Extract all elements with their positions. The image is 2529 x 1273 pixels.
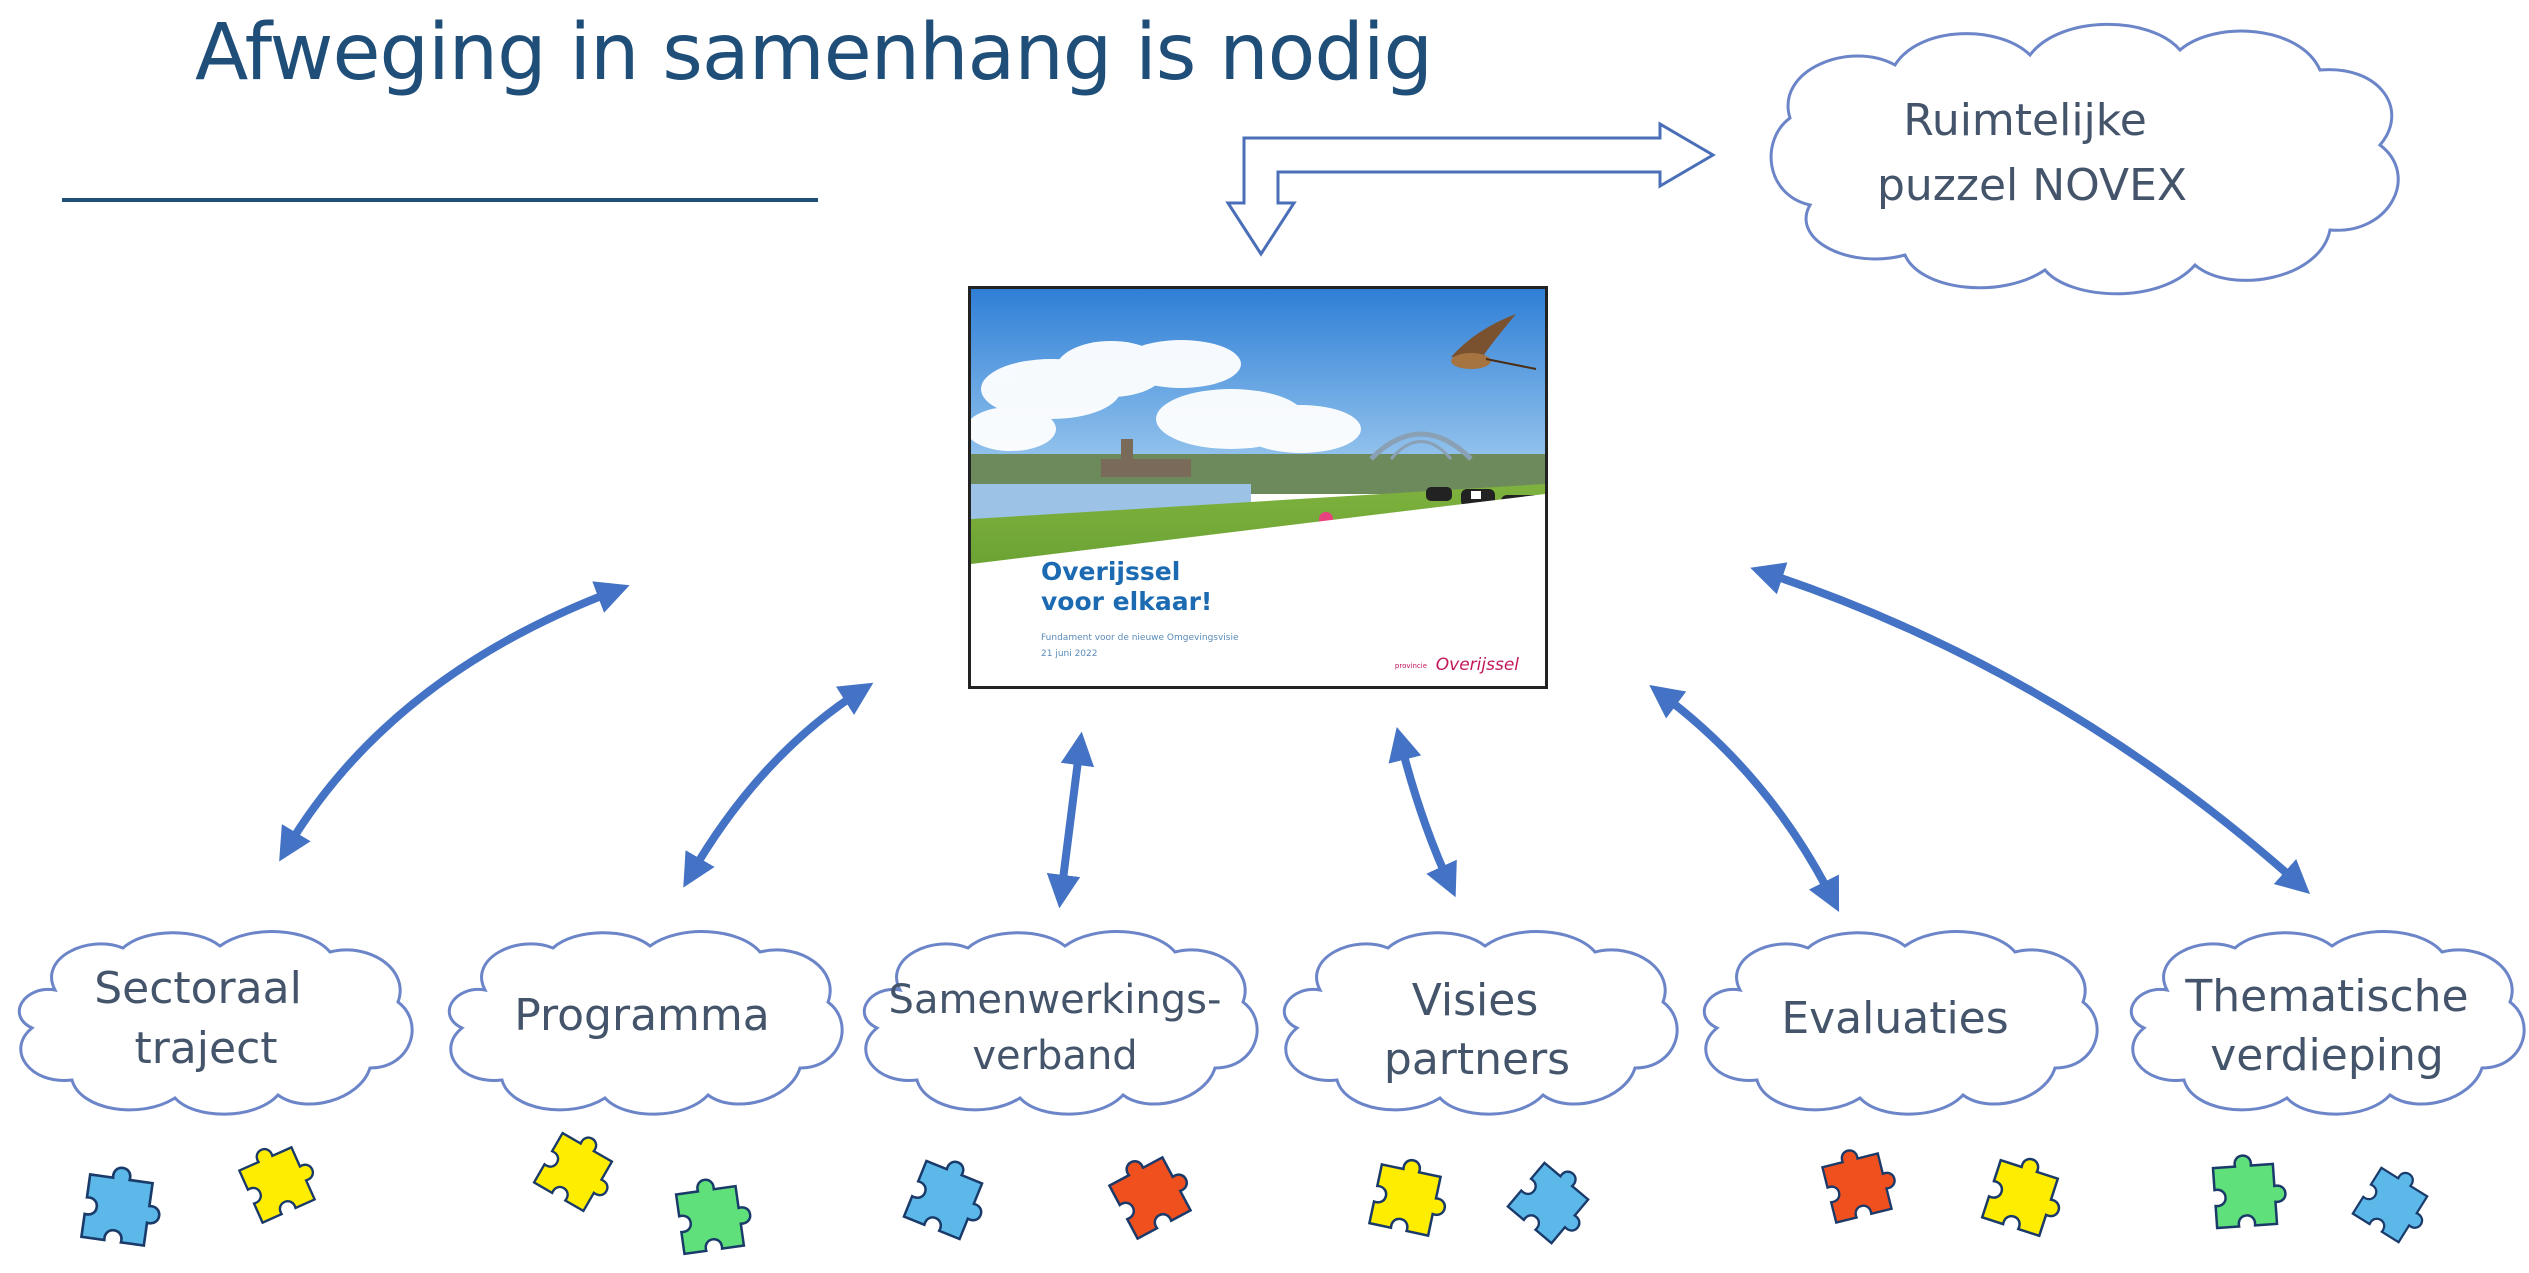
cover-title: Overijssel voor elkaar!	[1041, 557, 1213, 616]
puzzle-piece-icon	[1367, 1159, 1446, 1238]
cover-date: 21 juni 2022	[1041, 649, 1098, 659]
arrow-thematische	[1750, 562, 2311, 894]
puzzle-piece-icon	[79, 1166, 161, 1248]
puzzle-piece-icon	[1980, 1157, 2061, 1238]
puzzle-piece-icon	[2211, 1154, 2287, 1230]
cloud-samenwerkingsverband: Samenwerkings- verband	[862, 930, 1259, 1116]
arrow-samenwerkingsverband	[1046, 731, 1095, 909]
cloud-visies-partners: Visies partners	[1282, 930, 1679, 1116]
cloud-thematische-verdieping: Thematische verdieping	[2129, 930, 2526, 1116]
cloud-sectoraal-traject: Sectoraal traject	[17, 930, 414, 1116]
puzzle-piece-icon	[2351, 1166, 2429, 1244]
cover-logo-prefix: provincie	[1394, 662, 1427, 670]
bent-double-arrow	[1225, 121, 1716, 257]
puzzle-piece-icon	[674, 1178, 752, 1256]
cloud-thematische-line2: verdieping	[2210, 1030, 2444, 1081]
cloud-samenwerkingsverband-line2: verband	[972, 1033, 1137, 1079]
cloud-samenwerkingsverband-line1: Samenwerkings-	[889, 977, 1222, 1023]
title-underline	[62, 198, 818, 202]
arrow-sectoraal	[279, 581, 630, 862]
cloud-visies-line1: Visies	[1412, 975, 1539, 1026]
cloud-evaluaties-label: Evaluaties	[1781, 993, 2008, 1044]
cloud-thematische-line1: Thematische	[2184, 971, 2468, 1022]
cover-logo: Overijssel	[1435, 655, 1519, 675]
cloud-programma: Programma	[447, 930, 844, 1116]
puzzle-piece-icon	[237, 1145, 317, 1225]
arrow-programma	[683, 682, 874, 888]
cover-photo	[971, 289, 1545, 686]
cloud-sectoraal-line2: traject	[134, 1023, 277, 1074]
cloud-visies-line2: partners	[1384, 1034, 1570, 1085]
cloud-sectoraal-line1: Sectoraal	[94, 963, 302, 1014]
puzzle-piece-icon	[532, 1131, 614, 1213]
puzzle-piece-icon	[1107, 1155, 1193, 1241]
arrow-evaluaties	[1649, 684, 1840, 913]
cloud-programma-label: Programma	[514, 990, 769, 1041]
cloud-ruimtelijke-puzzel-line1: Ruimtelijke	[1903, 95, 2147, 146]
cloud-evaluaties: Evaluaties	[1702, 930, 2099, 1116]
document-cover: Overijssel voor elkaar! Fundament voor d…	[968, 286, 1548, 689]
puzzle-piece-icon	[1506, 1161, 1590, 1245]
bird-icon	[1451, 314, 1537, 370]
puzzle-piece-icon	[1821, 1149, 1896, 1224]
puzzle-pieces	[79, 1131, 2429, 1256]
connector-arrows	[279, 562, 2311, 913]
cover-subtitle: Fundament voor de nieuwe Omgevingsvisie	[1041, 633, 1239, 643]
arrow-visies-partners	[1388, 726, 1457, 898]
cloud-ruimtelijke-puzzel-line2: puzzel NOVEX	[1877, 160, 2187, 211]
slide-title: Afweging in samenhang is nodig	[195, 8, 1433, 98]
cloud-ruimtelijke-puzzel: Ruimtelijke puzzel NOVEX	[1769, 22, 2400, 296]
puzzle-piece-icon	[902, 1159, 984, 1241]
